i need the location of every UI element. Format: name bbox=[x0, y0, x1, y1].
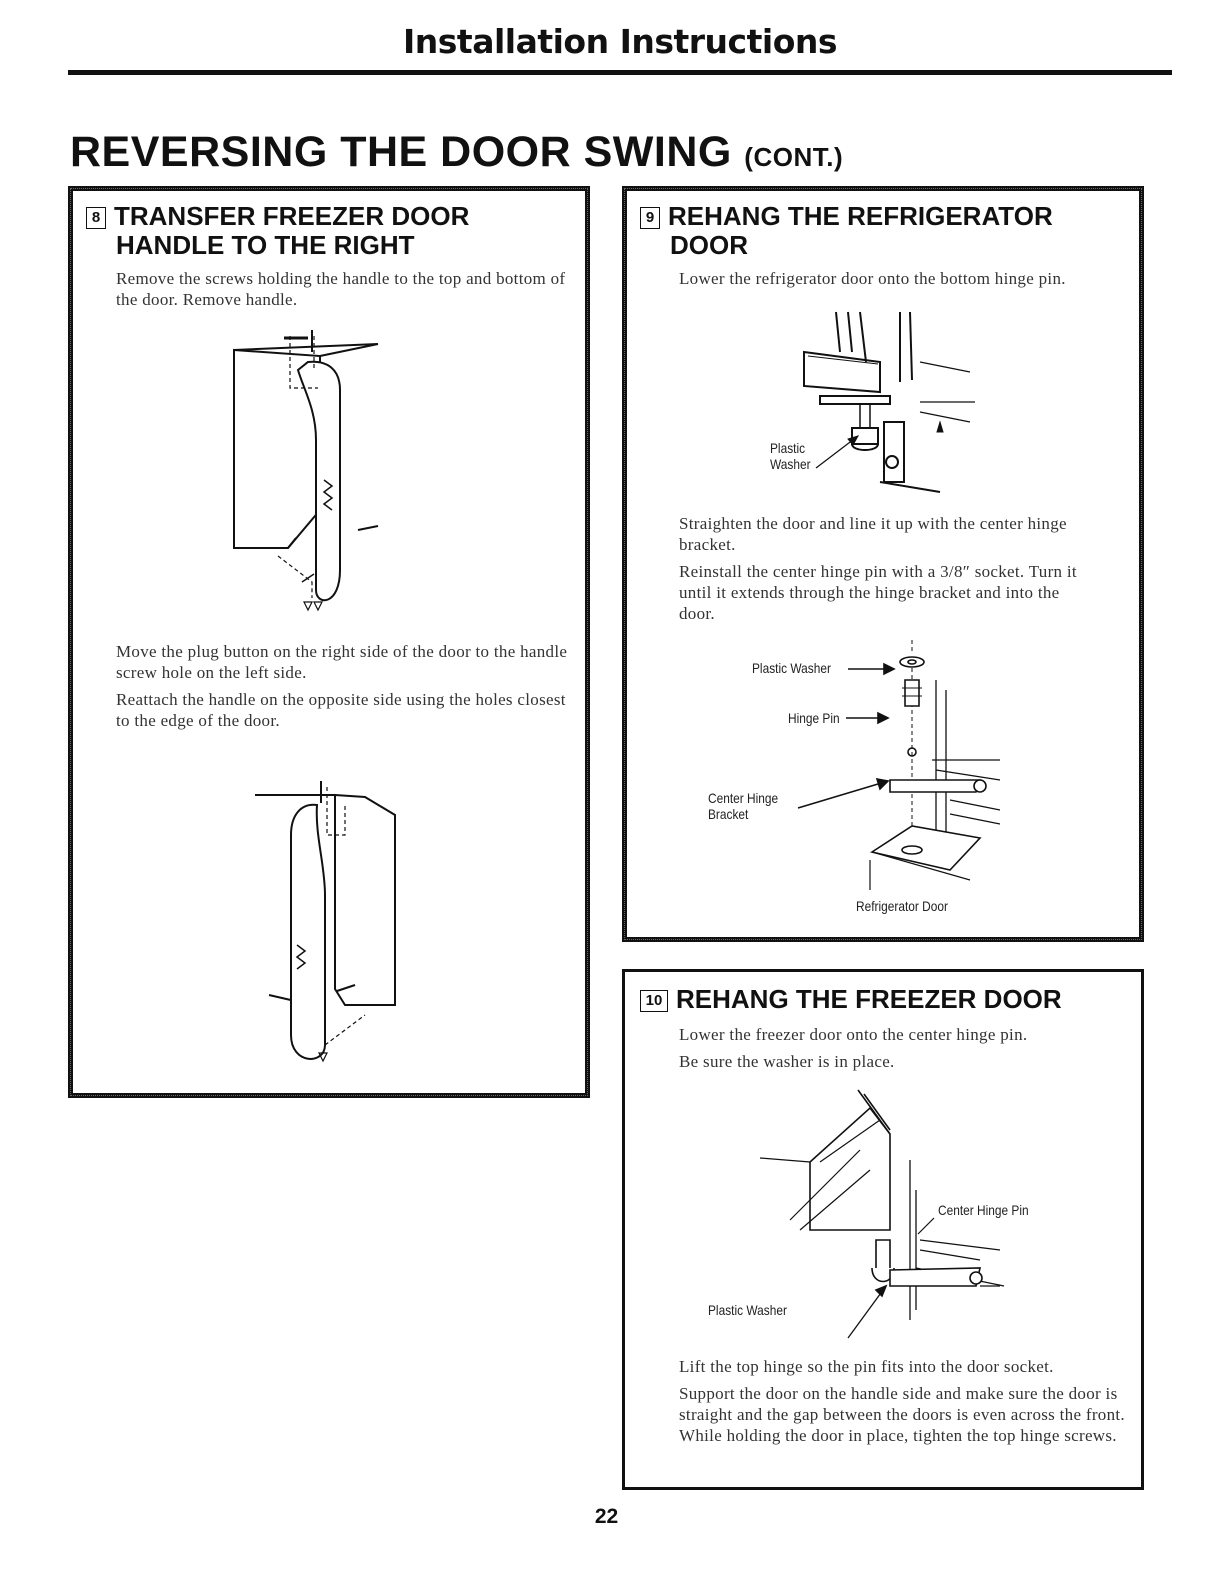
step8-para3: Reattach the handle on the opposite side… bbox=[116, 690, 566, 730]
label-washer-line2: Washer bbox=[770, 456, 811, 472]
label-bracket-line2: Bracket bbox=[708, 806, 749, 822]
page-title: REVERSING THE DOOR SWING (CONT.) bbox=[70, 128, 843, 177]
step9-para3: Reinstall the center hinge pin with a 3/… bbox=[679, 562, 1077, 623]
label-plastic-washer: Plastic Washer bbox=[752, 660, 831, 676]
step10-text-bottom: Lift the top hinge so the pin fits into … bbox=[679, 1356, 1125, 1452]
page-number: 22 bbox=[594, 1505, 619, 1528]
label-refrigerator-door: Refrigerator Door bbox=[856, 898, 948, 914]
label-center-hinge-bracket: Center Hinge Bracket bbox=[708, 790, 778, 822]
step9-heading-line2: DOOR bbox=[670, 230, 748, 260]
label-center-hinge-pin: Center Hinge Pin bbox=[938, 1202, 1029, 1218]
label-hinge-pin: Hinge Pin bbox=[788, 710, 840, 726]
freezer-hinge-diagram bbox=[759, 1089, 1005, 1339]
step9-heading: 9 REHANG THE REFRIGERATOR DOOR bbox=[640, 202, 1130, 260]
step9-text-bottom: Straighten the door and line it up with … bbox=[679, 513, 1089, 630]
page-title-main: REVERSING THE DOOR SWING bbox=[70, 128, 732, 176]
step10-number: 10 bbox=[640, 990, 668, 1012]
step10-heading: 10 REHANG THE FREEZER DOOR bbox=[640, 985, 1130, 1014]
label-plastic-washer-top: Plastic Washer bbox=[770, 440, 811, 472]
step9-heading-line1: REHANG THE REFRIGERATOR bbox=[668, 201, 1053, 231]
step9-text-top: Lower the refrigerator door onto the bot… bbox=[679, 268, 1089, 295]
handle-removal-diagram bbox=[233, 330, 379, 612]
step10-text-top: Lower the freezer door onto the center h… bbox=[679, 1024, 1119, 1078]
step8-heading-line2: HANDLE TO THE RIGHT bbox=[116, 230, 415, 260]
step10-para1: Lower the freezer door onto the center h… bbox=[679, 1025, 1028, 1044]
step9-panel bbox=[622, 186, 1144, 942]
page-title-suffix: (CONT.) bbox=[744, 142, 844, 172]
step9-para2: Straighten the door and line it up with … bbox=[679, 514, 1067, 554]
header-title: Installation Instructions bbox=[403, 22, 838, 61]
bottom-hinge-diagram bbox=[803, 311, 975, 493]
step10-para4: Support the door on the handle side and … bbox=[679, 1384, 1125, 1445]
step10-heading-text: REHANG THE FREEZER DOOR bbox=[676, 984, 1062, 1014]
header-rule bbox=[68, 70, 1172, 75]
center-hinge-diagram bbox=[797, 640, 1001, 890]
step9-para1: Lower the refrigerator door onto the bot… bbox=[679, 269, 1066, 288]
label-plastic-line1: Plastic bbox=[770, 440, 806, 456]
label-center-hinge-line1: Center Hinge bbox=[708, 790, 779, 806]
step10-para3: Lift the top hinge so the pin fits into … bbox=[679, 1357, 1054, 1376]
label-plastic-washer-freezer: Plastic Washer bbox=[708, 1302, 787, 1318]
step8-panel bbox=[68, 186, 590, 1098]
step10-para2: Be sure the washer is in place. bbox=[679, 1052, 895, 1071]
handle-reattach-diagram bbox=[255, 781, 396, 1063]
step8-para2: Move the plug button on the right side o… bbox=[116, 642, 568, 682]
step8-text-bottom: Move the plug button on the right side o… bbox=[116, 641, 571, 737]
step8-text-top: Remove the screws holding the handle to … bbox=[116, 268, 571, 316]
step8-para1: Remove the screws holding the handle to … bbox=[116, 269, 566, 309]
step9-number: 9 bbox=[640, 207, 660, 229]
step8-heading-line1: TRANSFER FREEZER DOOR bbox=[114, 201, 470, 231]
step8-number: 8 bbox=[86, 207, 106, 229]
step8-heading: 8 TRANSFER FREEZER DOOR HANDLE TO THE RIG… bbox=[86, 202, 576, 260]
